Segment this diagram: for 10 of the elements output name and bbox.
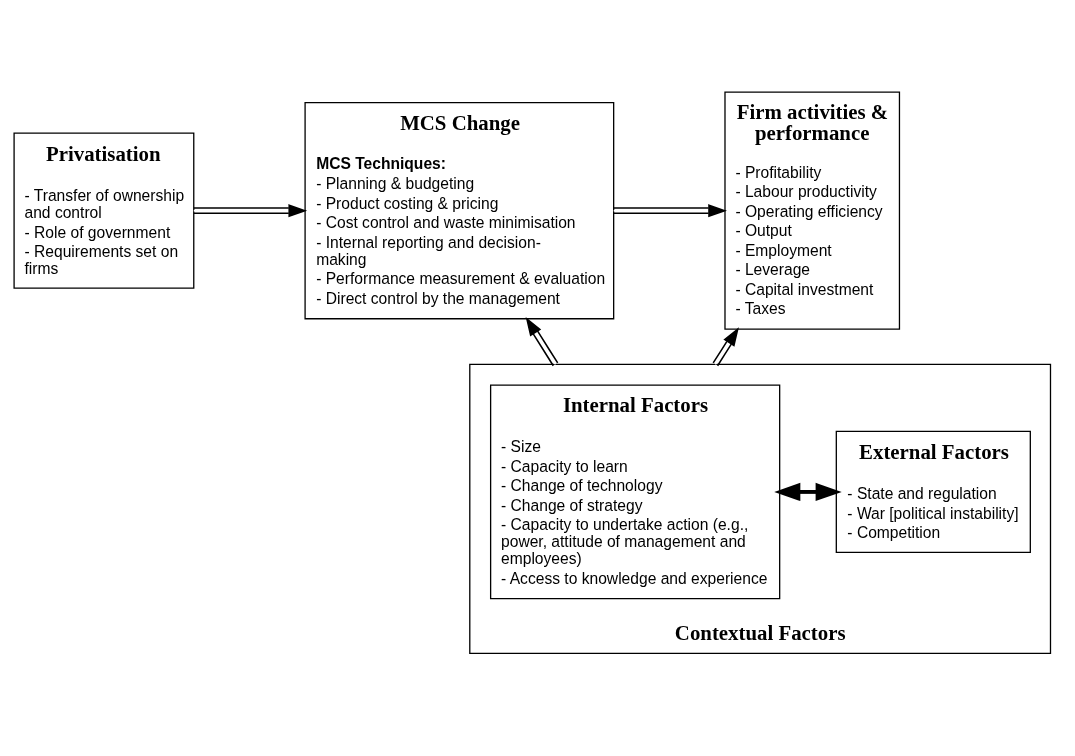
node-box: Privatisation - Transfer of ownership and control - Role of government - Requirements set on firms [13, 132, 195, 289]
node-box: Internal Factors - Size - Capacity to learn - Change of technology - Change of strategy - Capacity to undertake action (e.g., power, attitude of management and employees) - Access to knowledge and experience [490, 384, 781, 600]
arrow [525, 317, 559, 367]
arrow [612, 204, 727, 218]
node-box: MCS Change MCS Techniques: - Planning & budgeting - Product costing & pricing - Cost control and waste minimisation - Internal reporting and decision-making - Performance measurement & evaluation - Direct control by the management [304, 101, 615, 320]
arrow [193, 204, 308, 218]
node-box: External Factors - State and regulation - War [political instability] - Competition [835, 430, 1031, 554]
node-box: Firm activities & performance - Profitability - Labour productivity - Operating efficiency - Output - Employment - Leverage - Capital investment - Taxes [724, 91, 901, 330]
arrow [774, 482, 842, 502]
arrow [712, 327, 739, 367]
